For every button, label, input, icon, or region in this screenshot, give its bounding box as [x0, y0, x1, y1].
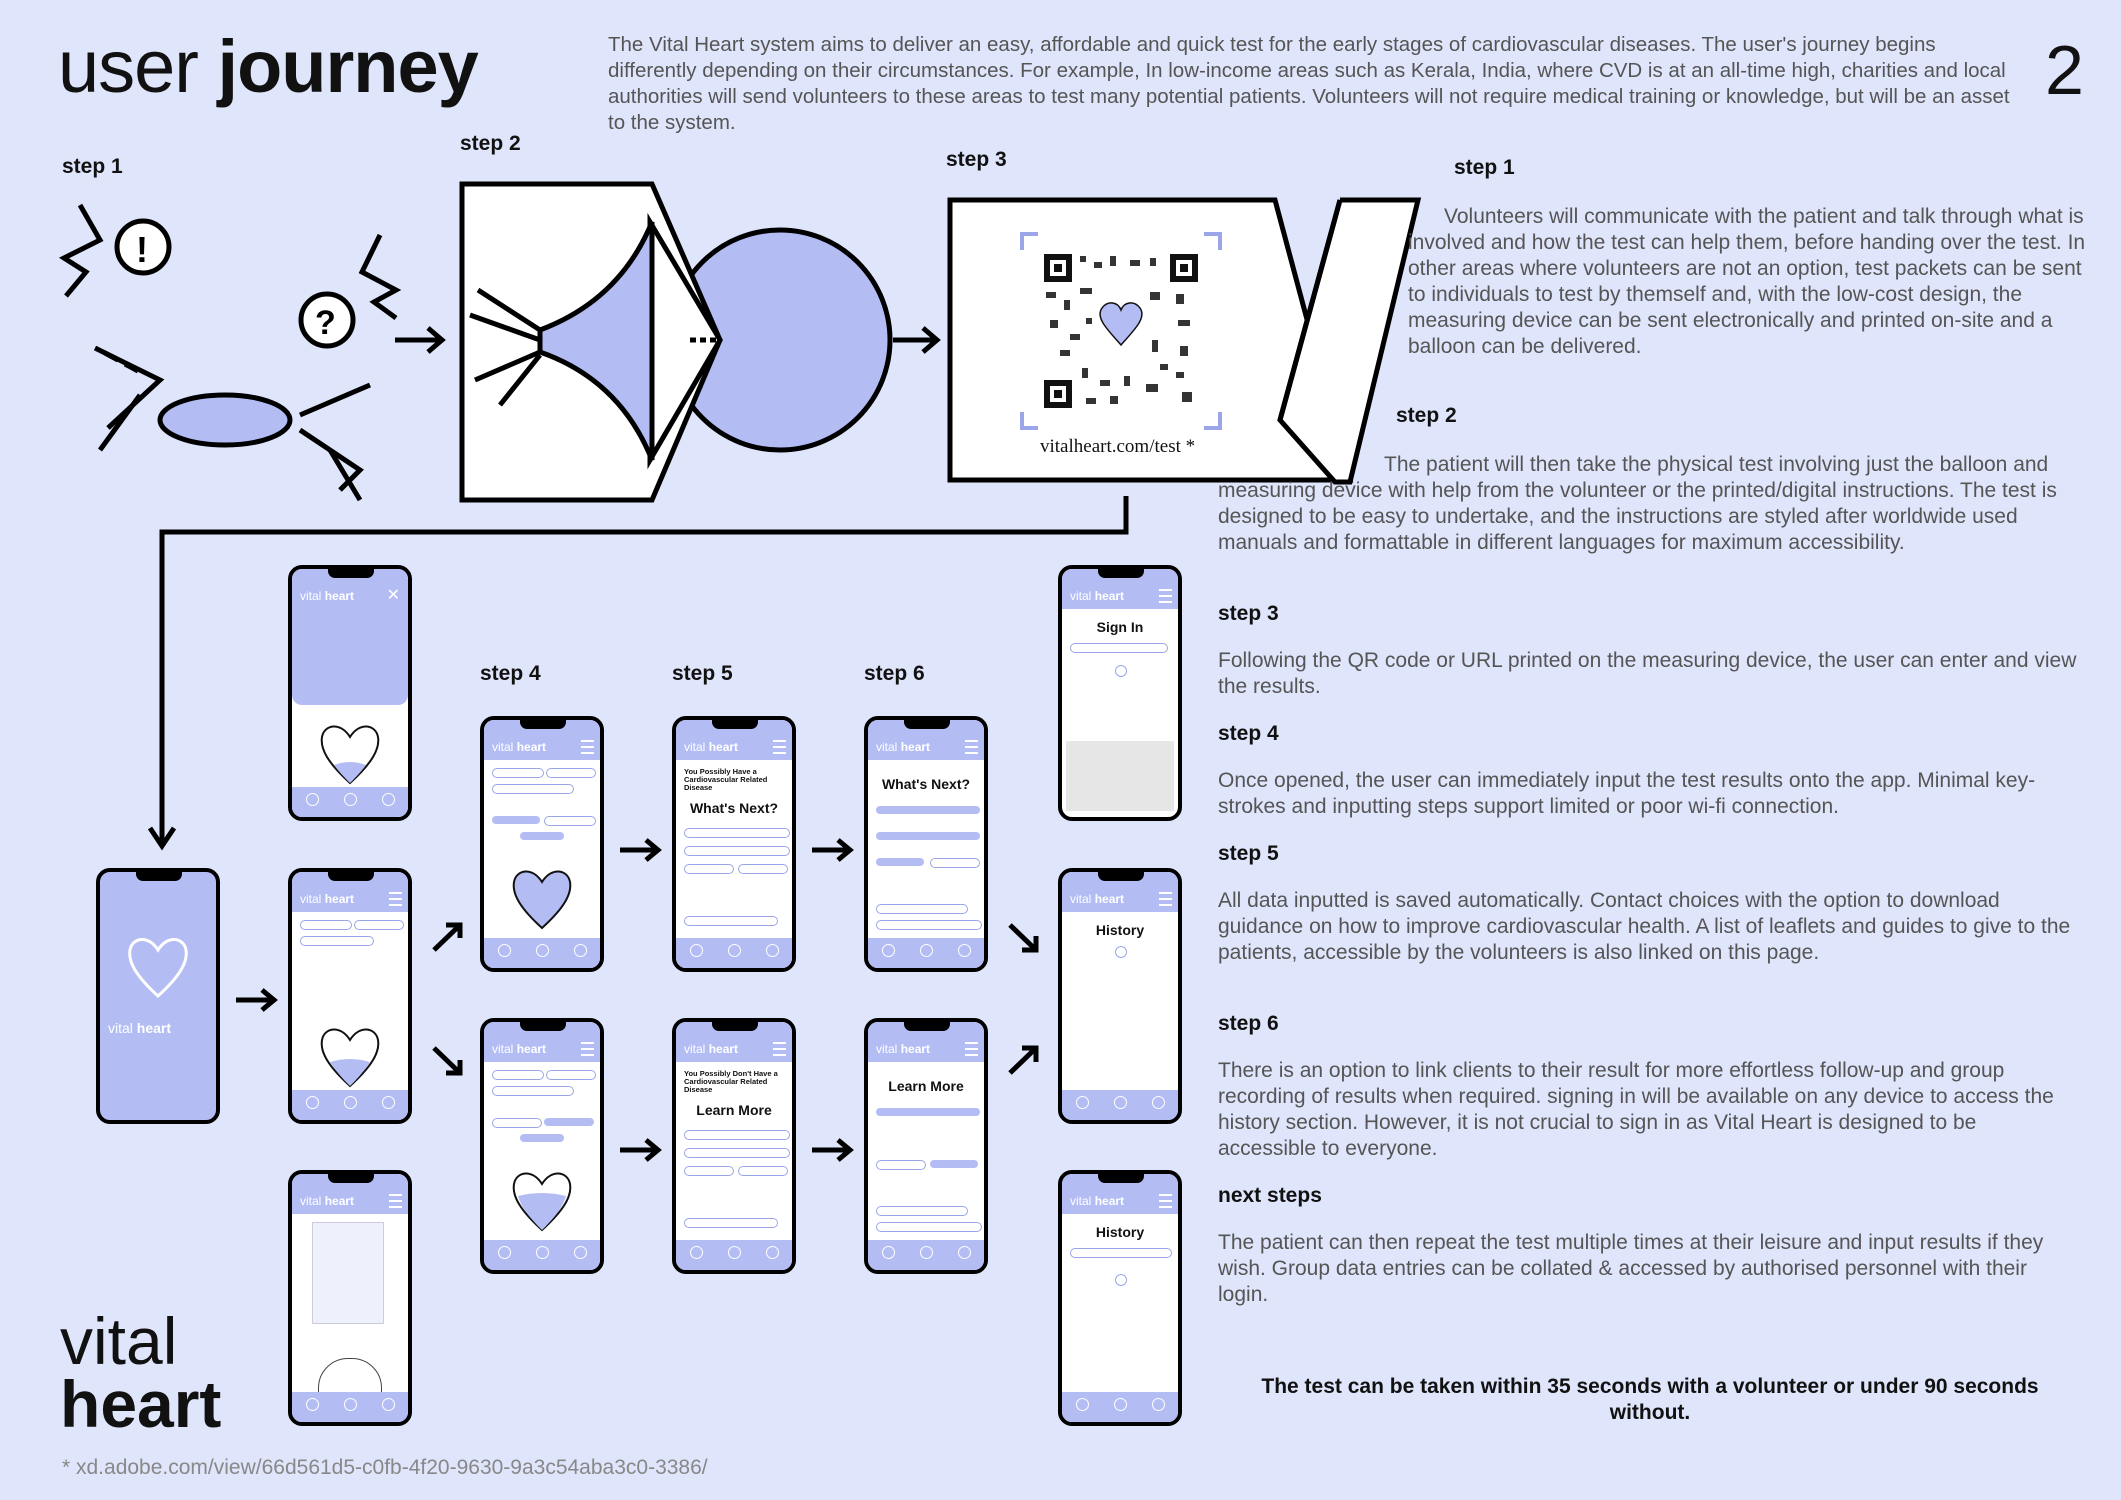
splash-logo: vital heart: [108, 1020, 172, 1036]
title-bold: journey: [217, 25, 479, 108]
expl-step2-text: The patient will then take the physical …: [1218, 453, 2057, 554]
phone-splash: vital heart: [96, 868, 220, 1124]
expl-step1-heading: step 1: [1454, 156, 1515, 179]
connector-line: [147, 496, 1129, 851]
instruction-diagram: [318, 1358, 382, 1394]
hand-balloon-icon: [93, 345, 371, 502]
phone-step4-top: vital heart: [480, 716, 604, 972]
diagram-step1-label: step 1: [62, 155, 123, 178]
expl-step3-text: Following the QR code or URL printed on …: [1218, 649, 2077, 698]
step2-box: [459, 181, 893, 503]
device-url: vitalheart.com/test *: [1040, 436, 1196, 457]
heart-outline-icon: [128, 938, 188, 999]
phone-step6-bottom: vital heart Learn More: [864, 1018, 988, 1274]
expl-step5-text: All data inputted is saved automatically…: [1218, 889, 2071, 964]
diagram-step2-label: step 2: [460, 132, 521, 155]
close-icon[interactable]: ✕: [386, 587, 400, 604]
phone-history-empty: vital heart History: [1058, 868, 1182, 1124]
phone-step5-top: vital heart You Possibly Have a Cardiova…: [672, 716, 796, 972]
page-title: user journey: [58, 30, 479, 104]
brand-wordmark: vital heart: [60, 1304, 222, 1441]
title-light: user: [58, 25, 199, 108]
brand-light: vital: [60, 1304, 178, 1378]
expl-next-heading: next steps: [1218, 1184, 1322, 1207]
diagram-step5-label: step 5: [672, 662, 733, 685]
add-icon: [1115, 946, 1127, 958]
keyboard: [1066, 741, 1174, 811]
heart-fill-icon: [320, 725, 380, 785]
expl-step6-text: There is an option to link clients to th…: [1218, 1059, 2054, 1160]
question-glyph: ?: [315, 304, 336, 342]
phone-step4-bottom: vital heart: [480, 1018, 604, 1274]
brand-bold: heart: [60, 1366, 222, 1441]
intro-paragraph: The Vital Heart system aims to deliver a…: [608, 33, 2010, 134]
expl-next-text: The patient can then repeat the test mul…: [1218, 1231, 2044, 1306]
phone-sign-in: vital heart Sign In: [1058, 565, 1182, 821]
phone-step6-top: vital heart What's Next?: [864, 716, 988, 972]
phone-input: vital heart: [288, 868, 412, 1124]
heart-fill-icon: [512, 1172, 572, 1232]
phone-menu: vital heart ✕: [288, 565, 412, 821]
expl-step6-heading: step 6: [1218, 1012, 1279, 1035]
expl-step3-heading: step 3: [1218, 602, 1279, 625]
speech-exclaim-icon: [58, 203, 172, 298]
footnote-link[interactable]: * xd.adobe.com/view/66d561d5-c0fb-4f20-9…: [62, 1456, 708, 1479]
expl-step1-text: Volunteers will communicate with the pat…: [1408, 205, 2086, 358]
phone-instructions: vital heart: [288, 1170, 412, 1426]
add-icon: [1115, 665, 1127, 677]
expl-step4-heading: step 4: [1218, 722, 1279, 745]
arrow-icon: [395, 326, 941, 354]
summary-text: The test can be taken within 35 seconds …: [1261, 1375, 2039, 1424]
heart-fill-icon: [512, 870, 572, 930]
speech-question-icon: [298, 233, 402, 349]
heart-fill-icon: [320, 1028, 380, 1088]
qr-code-icon: [1020, 232, 1222, 430]
add-icon: [1115, 1274, 1127, 1286]
page-number: 2: [2045, 31, 2084, 109]
expl-step5-heading: step 5: [1218, 842, 1279, 865]
menu-logo: vital heart: [300, 589, 355, 603]
diagram-step4-label: step 4: [480, 662, 541, 685]
instruction-image: [312, 1222, 384, 1324]
expl-step4-text: Once opened, the user can immediately in…: [1218, 769, 2036, 818]
phone-history-filled: vital heart History: [1058, 1170, 1182, 1426]
diagram-step3-label: step 3: [946, 148, 1007, 171]
diagram-step6-label: step 6: [864, 662, 925, 685]
exclaim-glyph: !: [136, 229, 148, 270]
phone-step5-bottom: vital heart You Possibly Don't Have a Ca…: [672, 1018, 796, 1274]
flow-arrows: [236, 838, 1039, 1162]
expl-step2-heading: step 2: [1396, 404, 1457, 427]
